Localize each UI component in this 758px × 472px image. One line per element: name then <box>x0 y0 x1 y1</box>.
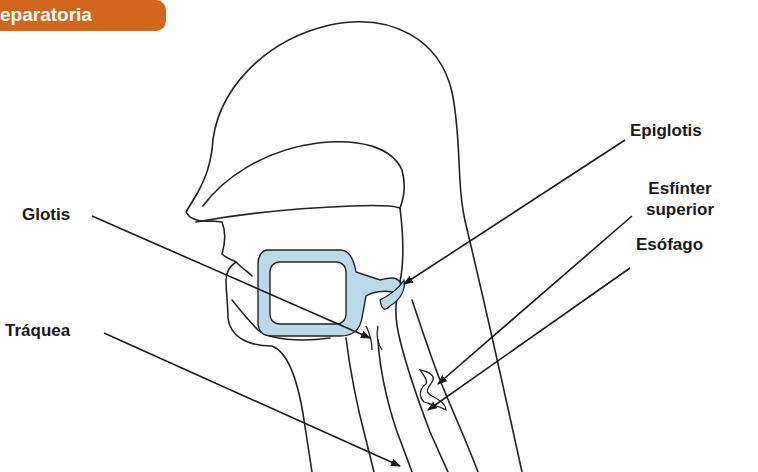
trachea-back <box>378 340 412 472</box>
epiglottis <box>380 280 404 309</box>
tongue <box>258 250 401 336</box>
pharynx-wall <box>396 208 448 472</box>
part-label: Esófago <box>636 234 746 255</box>
leader-line <box>438 216 632 384</box>
sphincter <box>420 370 446 410</box>
esophagus-back <box>412 300 478 472</box>
head-outline <box>212 22 522 472</box>
palate <box>196 206 400 222</box>
oral-cavity <box>270 262 346 324</box>
nasal-cavity <box>203 142 404 208</box>
leader-line <box>92 216 370 338</box>
leader-line <box>404 140 625 284</box>
header-text: eparatoria <box>0 0 166 30</box>
leader-line <box>428 268 630 410</box>
leader-line <box>104 333 400 466</box>
part-label: Epiglotis <box>630 120 740 141</box>
part-label: Esfínter superior <box>636 178 724 220</box>
part-label: Tráquea <box>5 320 105 341</box>
part-label: Glotis <box>22 204 102 225</box>
header-band: eparatoria <box>0 0 166 31</box>
